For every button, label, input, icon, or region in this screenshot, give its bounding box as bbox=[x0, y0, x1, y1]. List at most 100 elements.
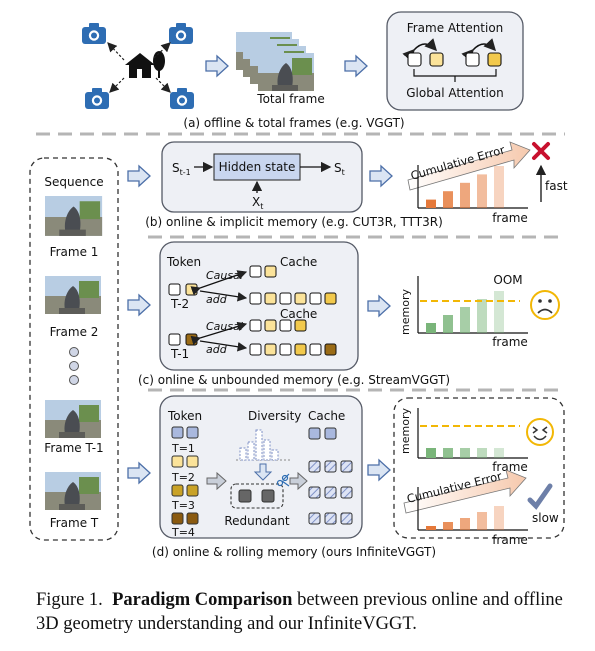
caption-text: between previous online and offline 3D g… bbox=[36, 590, 563, 634]
bar bbox=[494, 291, 504, 333]
attention-box bbox=[386, 11, 524, 111]
token bbox=[465, 52, 480, 67]
sequence-title: Sequence bbox=[44, 175, 103, 189]
cache-label: Cache bbox=[280, 307, 317, 321]
diversity-label: Diversity bbox=[248, 409, 301, 423]
camera-rays bbox=[107, 42, 171, 93]
panel-c: Token Cache Causal T-2 add Cache Causal … bbox=[127, 241, 560, 387]
bar-group bbox=[426, 166, 504, 208]
step-label: T=1 bbox=[171, 442, 195, 455]
frame-thumbnail bbox=[45, 196, 103, 236]
scissors-icon bbox=[276, 473, 290, 487]
bar bbox=[460, 518, 470, 530]
panel-d-caption: (d) online & rolling memory (ours Infini… bbox=[152, 545, 436, 559]
panel-b-caption: (b) online & implicit memory (e.g. CUT3R… bbox=[145, 215, 443, 229]
state-in-label: St-1 bbox=[172, 161, 191, 177]
bar bbox=[477, 174, 487, 208]
y-axis-label: memory bbox=[399, 408, 412, 454]
step-label: T-1 bbox=[170, 347, 189, 361]
flow-arrow-icon bbox=[369, 165, 393, 187]
frame-label: Frame 2 bbox=[50, 325, 99, 339]
step-label: T=2 bbox=[171, 471, 195, 484]
panel-a: Total frame Frame Attention Global Atten… bbox=[82, 11, 524, 130]
bar bbox=[443, 448, 453, 458]
flow-arrow-icon bbox=[344, 55, 368, 77]
step-label: T-2 bbox=[170, 297, 189, 311]
cache-row bbox=[249, 319, 337, 356]
flow-arrow-icon bbox=[367, 459, 391, 481]
panel-a-caption: (a) offline & total frames (e.g. VGGT) bbox=[183, 116, 404, 130]
state-out-label: St bbox=[334, 161, 345, 177]
total-frame-stack bbox=[236, 32, 314, 91]
cache-label: Cache bbox=[280, 255, 317, 269]
bar bbox=[460, 448, 470, 458]
bar-group bbox=[426, 506, 504, 530]
speed-label: slow bbox=[532, 511, 559, 525]
caption-bold: Paradigm Comparison bbox=[112, 590, 293, 610]
redundant-label: Redundant bbox=[224, 514, 290, 528]
bar bbox=[443, 522, 453, 530]
token bbox=[168, 283, 181, 296]
token bbox=[429, 52, 444, 67]
camera-icon bbox=[169, 23, 193, 44]
bar bbox=[494, 448, 504, 458]
hidden-state-label: Hidden state bbox=[219, 160, 296, 174]
check-icon bbox=[527, 483, 553, 510]
add-label: add bbox=[206, 293, 228, 306]
bar bbox=[443, 315, 453, 333]
flow-arrow-icon bbox=[127, 294, 151, 316]
input-label: Xt bbox=[252, 195, 263, 211]
flow-arrow-icon bbox=[127, 462, 151, 484]
token-label: Token bbox=[166, 255, 201, 269]
cross-icon bbox=[532, 142, 550, 160]
scene-house-icon bbox=[125, 51, 165, 78]
frame-attention-label: Frame Attention bbox=[407, 21, 504, 35]
cache-row bbox=[249, 265, 337, 305]
x-axis-label: frame bbox=[492, 533, 528, 547]
flow-arrow-icon bbox=[289, 471, 308, 491]
x-axis-label: frame bbox=[492, 335, 528, 349]
camera-icon bbox=[85, 88, 109, 109]
camera-icon bbox=[170, 88, 194, 109]
sequence-column: Sequence Frame 1 Frame 2 Frame T-1 Frame… bbox=[29, 157, 119, 541]
step-label: T=4 bbox=[171, 526, 195, 539]
frame-label: Frame T-1 bbox=[44, 441, 103, 455]
rolling-cache-grid bbox=[308, 427, 353, 525]
separators bbox=[36, 132, 565, 392]
paradigm-comparison-figure: Total frame Frame Attention Global Atten… bbox=[29, 11, 568, 559]
token bbox=[185, 333, 198, 346]
bar bbox=[460, 307, 470, 333]
flow-arrow-icon bbox=[206, 471, 227, 491]
token bbox=[407, 52, 422, 67]
token-label: Token bbox=[167, 409, 202, 423]
step-label: T=3 bbox=[171, 499, 195, 512]
redundant-box bbox=[230, 483, 284, 509]
diversity-histogram bbox=[236, 429, 290, 461]
flow-arrow-icon bbox=[127, 165, 151, 187]
bar bbox=[460, 182, 470, 208]
memory-chart-rolling: memory frame bbox=[399, 408, 528, 474]
cache-label: Cache bbox=[308, 409, 345, 423]
result-box bbox=[393, 397, 565, 539]
bar-group bbox=[426, 448, 504, 458]
bar bbox=[426, 323, 436, 333]
token-stack bbox=[171, 426, 199, 525]
error-chart-rolling: Cumulative Error frame bbox=[403, 469, 528, 547]
total-frame-label: Total frame bbox=[256, 92, 324, 106]
flow-arrow-icon bbox=[205, 55, 229, 77]
bar bbox=[494, 506, 504, 530]
x-axis-label: frame bbox=[492, 460, 528, 474]
token bbox=[168, 333, 181, 346]
panel-d: Token Diversity Cache T=1 T=2 T=3 T=4 bbox=[127, 395, 565, 559]
bar bbox=[443, 191, 453, 208]
happy-face-icon bbox=[526, 418, 554, 446]
frame-thumbnail bbox=[45, 276, 101, 314]
token bbox=[261, 489, 275, 503]
add-label: add bbox=[206, 343, 228, 356]
bar bbox=[426, 199, 436, 208]
frame-label: Frame 1 bbox=[50, 245, 99, 259]
x-axis-label: frame bbox=[492, 211, 528, 225]
bar bbox=[477, 448, 487, 458]
sad-face-icon bbox=[530, 290, 560, 320]
bar bbox=[477, 512, 487, 530]
